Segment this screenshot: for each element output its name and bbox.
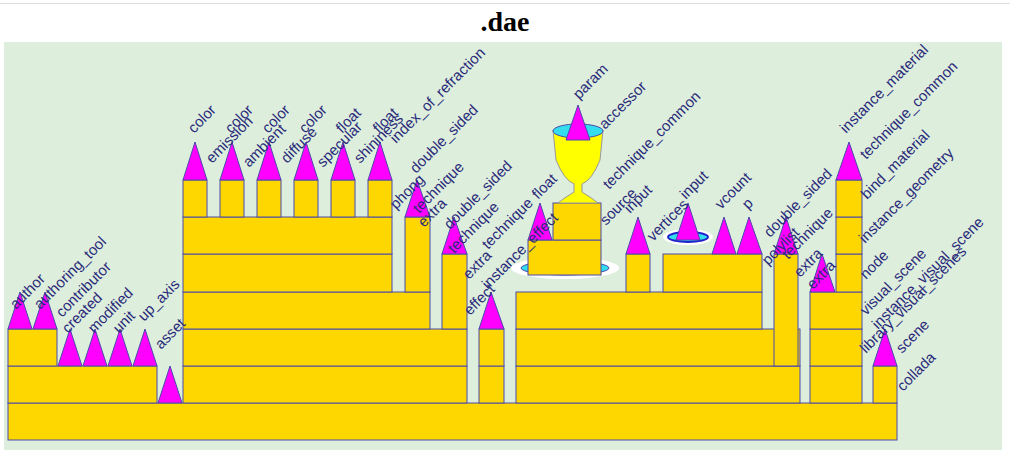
castle-block <box>220 180 244 217</box>
spike <box>737 217 762 254</box>
castle-block <box>294 180 318 217</box>
castle-block <box>836 180 862 217</box>
castle-block <box>479 366 504 403</box>
castle-block <box>183 366 467 403</box>
castle-block <box>8 329 57 366</box>
castle-block <box>257 180 281 217</box>
spike <box>566 105 590 140</box>
goblet <box>553 130 603 203</box>
castle-block <box>183 254 392 292</box>
castle-block <box>810 292 862 329</box>
castle-block <box>516 366 800 403</box>
castle-block <box>810 329 862 366</box>
castle-block <box>663 254 762 292</box>
castle-block <box>183 217 392 254</box>
castle-block <box>516 292 762 329</box>
castle-block <box>8 366 157 403</box>
castle-block <box>516 329 800 366</box>
top-rule <box>0 3 1010 4</box>
castle-block <box>183 180 207 217</box>
spike <box>133 329 157 366</box>
castle-block <box>626 254 650 292</box>
castle-block <box>183 292 430 329</box>
spike <box>158 366 182 403</box>
castle-block <box>479 329 504 366</box>
castle-block <box>183 329 467 366</box>
castle-block <box>8 403 897 440</box>
castle-block <box>873 366 897 403</box>
spike <box>183 142 207 180</box>
castle-block <box>528 240 601 275</box>
castle-block <box>331 180 355 217</box>
castle-block <box>810 366 862 403</box>
spike <box>712 217 736 254</box>
diagram-title: .dae <box>0 6 1010 38</box>
